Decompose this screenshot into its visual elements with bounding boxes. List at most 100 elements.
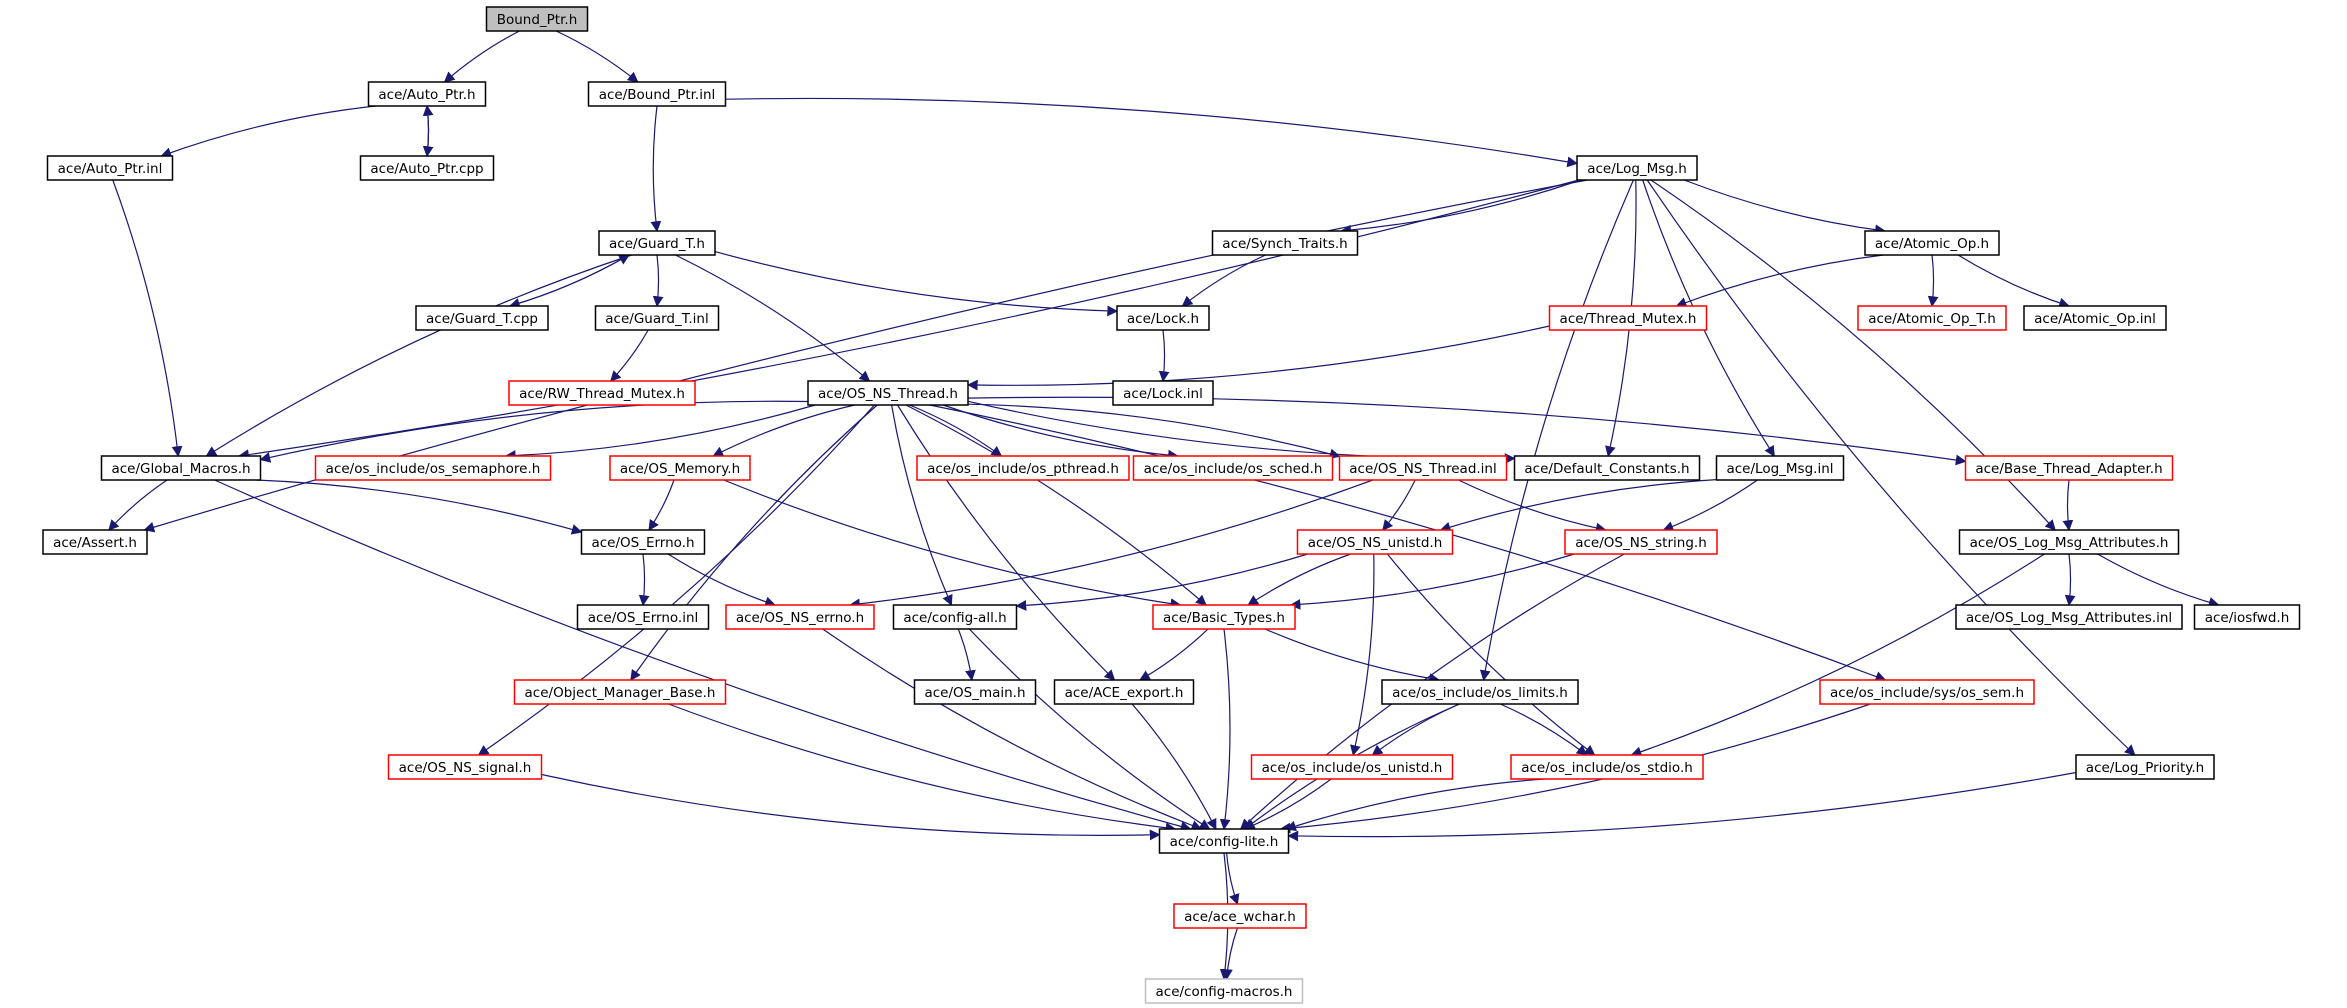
node-box bbox=[1819, 679, 2035, 705]
node-ace-config-all-h[interactable]: ace/config-all.h bbox=[892, 604, 1018, 630]
node-box bbox=[42, 529, 148, 555]
node-ace-os-include-os-sched-h[interactable]: ace/os_include/os_sched.h bbox=[1132, 455, 1334, 481]
node-label: ace/OS_main.h bbox=[924, 685, 1025, 701]
node-box bbox=[594, 305, 720, 331]
node-ace-guard-t-cpp[interactable]: ace/Guard_T.cpp bbox=[415, 305, 549, 331]
node-ace-lock-h[interactable]: ace/Lock.h bbox=[1116, 305, 1210, 331]
node-ace-os-ns-unistd-h[interactable]: ace/OS_NS_unistd.h bbox=[1296, 529, 1454, 555]
node-ace-object-manager-base-h[interactable]: ace/Object_Manager_Base.h bbox=[513, 679, 727, 705]
edge-log-msg-h-to-synch-traits-h bbox=[1340, 179, 1581, 236]
node-ace-os-main-h[interactable]: ace/OS_main.h bbox=[913, 679, 1037, 705]
node-ace-guard-t-inl[interactable]: ace/Guard_T.inl bbox=[594, 305, 720, 331]
edge-bound-ptr-h-to-auto-ptr-h bbox=[443, 30, 520, 83]
edge-guard-t-h-to-lock-h bbox=[714, 251, 1119, 317]
node-ace-os-include-sys-os-sem-h[interactable]: ace/os_include/sys/os_sem.h bbox=[1819, 679, 2035, 705]
node-label: ace/os_include/sys/os_sem.h bbox=[1830, 685, 2024, 701]
node-ace-log-msg-h[interactable]: ace/Log_Msg.h bbox=[1576, 155, 1698, 181]
node-box bbox=[1296, 529, 1454, 555]
node-ace-default-constants-h[interactable]: ace/Default_Constants.h bbox=[1513, 455, 1701, 481]
node-ace-thread-mutex-h[interactable]: ace/Thread_Mutex.h bbox=[1548, 305, 1708, 331]
node-label: ace/OS_NS_signal.h bbox=[399, 760, 532, 776]
node-box bbox=[725, 604, 875, 630]
edge-log-msg-inl-to-os-ns-string-h bbox=[1662, 479, 1758, 532]
edge-thread-mutex-h-to-os-ns-thread-h bbox=[966, 325, 1550, 391]
node-ace-os-errno-h[interactable]: ace/OS_Errno.h bbox=[580, 529, 706, 555]
node-label: ace/OS_Errno.h bbox=[591, 535, 694, 551]
node-ace-os-ns-errno-h[interactable]: ace/OS_NS_errno.h bbox=[725, 604, 875, 630]
node-ace-os-ns-string-h[interactable]: ace/OS_NS_string.h bbox=[1564, 529, 1718, 555]
node-box bbox=[2023, 305, 2167, 331]
node-ace-os-ns-signal-h[interactable]: ace/OS_NS_signal.h bbox=[387, 754, 543, 780]
node-ace-base-thread-adapter-h[interactable]: ace/Base_Thread_Adapter.h bbox=[1964, 455, 2174, 481]
node-box bbox=[1857, 305, 2007, 331]
node-ace-bound-ptr-inl[interactable]: ace/Bound_Ptr.inl bbox=[587, 81, 727, 107]
node-ace-atomic-op-h[interactable]: ace/Atomic_Op.h bbox=[1864, 230, 2000, 256]
node-ace-auto-ptr-h[interactable]: ace/Auto_Ptr.h bbox=[367, 81, 487, 107]
node-label: ace/os_include/os_unistd.h bbox=[1262, 760, 1443, 776]
node-ace-os-memory-h[interactable]: ace/OS_Memory.h bbox=[609, 455, 751, 481]
node-ace-auto-ptr-inl[interactable]: ace/Auto_Ptr.inl bbox=[46, 155, 174, 181]
node-ace-guard-t-h[interactable]: ace/Guard_T.h bbox=[598, 230, 716, 256]
node-ace-os-include-os-semaphore-h[interactable]: ace/os_include/os_semaphore.h bbox=[314, 455, 552, 481]
node-ace-global-macros-h[interactable]: ace/Global_Macros.h bbox=[100, 455, 262, 481]
node-label: ace/os_include/os_semaphore.h bbox=[326, 461, 541, 477]
edge-object-manager-base-h-to-config-lite-h bbox=[668, 703, 1177, 834]
node-label: ace/config-lite.h bbox=[1170, 834, 1279, 850]
node-box bbox=[1576, 155, 1698, 181]
node-box bbox=[1152, 604, 1296, 630]
edge-os-ns-string-h-to-basic-types-h bbox=[1289, 553, 1575, 610]
edge-os-ns-thread-inl-to-os-ns-errno-h bbox=[849, 479, 1374, 610]
edge-log-msg-h-to-atomic-op-h bbox=[1683, 179, 1886, 236]
node-ace-lock-inl[interactable]: ace/Lock.inl bbox=[1112, 380, 1214, 406]
node-ace-os-include-os-pthread-h[interactable]: ace/os_include/os_pthread.h bbox=[916, 455, 1130, 481]
edge-os-ns-thread-h-to-os-ns-thread-inl bbox=[967, 403, 1341, 460]
node-label: ace/Global_Macros.h bbox=[111, 461, 250, 477]
edge-log-msg-h-to-global-macros-h bbox=[238, 179, 1579, 460]
node-ace-basic-types-h[interactable]: ace/Basic_Types.h bbox=[1152, 604, 1296, 630]
edge-os-ns-errno-h-to-config-lite-h bbox=[822, 628, 1203, 831]
node-ace-rw-thread-mutex-h[interactable]: ace/RW_Thread_Mutex.h bbox=[508, 380, 696, 406]
node-label: ace/os_include/os_stdio.h bbox=[1521, 760, 1693, 776]
node-ace-os-include-os-stdio-h[interactable]: ace/os_include/os_stdio.h bbox=[1510, 754, 1704, 780]
edge-os-ns-unistd-h-to-os-stdio-h bbox=[1386, 553, 1596, 756]
node-ace-iosfwd-h[interactable]: ace/iosfwd.h bbox=[2193, 604, 2301, 630]
node-ace-os-log-msg-attributes-inl[interactable]: ace/OS_Log_Msg_Attributes.inl bbox=[1955, 604, 2183, 630]
edge-auto-ptr-h-to-auto-ptr-inl bbox=[160, 105, 376, 158]
edge-ace-wchar-h-to-config-macros-h bbox=[1222, 927, 1238, 981]
node-label: ace/Guard_T.h bbox=[609, 236, 705, 252]
edge-os-ns-thread-h-to-os-pthread-h bbox=[909, 404, 1003, 457]
node-ace-ace-wchar-h[interactable]: ace/ace_wchar.h bbox=[1173, 903, 1307, 929]
node-ace-log-msg-inl[interactable]: ace/Log_Msg.inl bbox=[1715, 455, 1845, 481]
node-ace-os-ns-thread-h[interactable]: ace/OS_NS_Thread.h bbox=[807, 380, 969, 406]
node-ace-config-lite-h[interactable]: ace/config-lite.h bbox=[1158, 828, 1290, 854]
node-box bbox=[1112, 380, 1214, 406]
node-ace-os-include-os-limits-h[interactable]: ace/os_include/os_limits.h bbox=[1381, 679, 1579, 705]
node-ace-os-include-os-unistd-h[interactable]: ace/os_include/os_unistd.h bbox=[1250, 754, 1454, 780]
edge-global-macros-h-to-config-lite-h bbox=[214, 479, 1192, 832]
node-ace-atomic-op-t-h[interactable]: ace/Atomic_Op_T.h bbox=[1857, 305, 2007, 331]
node-ace-atomic-op-inl[interactable]: ace/Atomic_Op.inl bbox=[2023, 305, 2167, 331]
node-ace-os-errno-inl[interactable]: ace/OS_Errno.inl bbox=[576, 604, 710, 630]
node-ace-auto-ptr-cpp[interactable]: ace/Auto_Ptr.cpp bbox=[359, 155, 495, 181]
edge-log-msg-h-to-os-limits-h bbox=[1479, 179, 1634, 682]
edge-config-all-h-to-os-main-h bbox=[957, 628, 976, 682]
node-box bbox=[314, 455, 552, 481]
node-ace-log-priority-h[interactable]: ace/Log_Priority.h bbox=[2075, 754, 2215, 780]
node-box bbox=[1250, 754, 1454, 780]
node-box bbox=[485, 6, 589, 32]
edge-ace-export-h-to-config-lite-h bbox=[1131, 703, 1217, 830]
node-ace-os-log-msg-attributes-h[interactable]: ace/OS_Log_Msg_Attributes.h bbox=[1958, 529, 2180, 555]
node-label: ace/Atomic_Op.h bbox=[1875, 236, 1989, 252]
edge-global-macros-h-to-assert-h bbox=[108, 479, 168, 531]
edge-os-ns-thread-inl-to-os-ns-unistd-h bbox=[1382, 479, 1416, 531]
node-ace-synch-traits-h[interactable]: ace/Synch_Traits.h bbox=[1211, 230, 1359, 256]
node-box bbox=[1564, 529, 1718, 555]
node-ace-os-ns-thread-inl[interactable]: ace/OS_NS_Thread.inl bbox=[1338, 455, 1508, 481]
node-ace-ace-export-h[interactable]: ace/ACE_export.h bbox=[1053, 679, 1195, 705]
edge-log-priority-h-to-config-lite-h bbox=[1287, 771, 2077, 842]
node-ace-config-macros-h[interactable]: ace/config-macros.h bbox=[1144, 978, 1304, 1004]
node-ace-assert-h[interactable]: ace/Assert.h bbox=[42, 529, 148, 555]
edge-log-msg-inl-to-os-ns-unistd-h bbox=[1439, 479, 1717, 533]
node-box bbox=[100, 455, 262, 481]
